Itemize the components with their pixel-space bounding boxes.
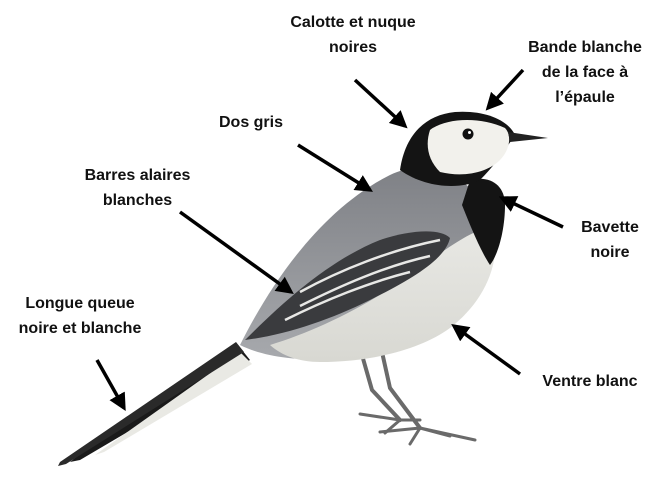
label-dos-line1: Dos gris: [206, 110, 296, 135]
label-barres-line2: blanches: [70, 188, 205, 213]
label-queue: Longue queue noire et blanche: [5, 291, 155, 341]
label-ventre-line1: Ventre blanc: [530, 369, 650, 394]
arrow-calotte: [355, 80, 405, 126]
arrow-ventre: [454, 326, 520, 374]
label-barres-line1: Barres alaires: [70, 163, 205, 188]
arrow-bande: [488, 70, 523, 108]
label-barres: Barres alaires blanches: [70, 163, 205, 213]
label-dos: Dos gris: [206, 110, 296, 135]
label-bande-line2: de la face à: [525, 60, 645, 85]
label-bavette-line1: Bavette: [570, 215, 650, 240]
label-queue-line2: noire et blanche: [5, 316, 155, 341]
arrow-bavette: [502, 198, 563, 227]
label-ventre: Ventre blanc: [530, 369, 650, 394]
label-calotte: Calotte et nuque noires: [258, 10, 448, 60]
label-bande-line3: l’épaule: [525, 85, 645, 110]
arrow-dos: [298, 145, 370, 190]
label-queue-line1: Longue queue: [5, 291, 155, 316]
label-calotte-line1: Calotte et nuque: [258, 10, 448, 35]
label-bande: Bande blanche de la face à l’épaule: [525, 35, 645, 110]
label-bavette: Bavette noire: [570, 215, 650, 265]
head-icon: [400, 112, 548, 186]
arrow-barres: [180, 212, 291, 292]
label-bande-line1: Bande blanche: [525, 35, 645, 60]
arrow-queue: [97, 360, 124, 408]
label-bavette-line2: noire: [570, 240, 650, 265]
label-calotte-line2: noires: [258, 35, 448, 60]
tail-icon: [58, 342, 252, 466]
legs-icon: [360, 352, 475, 444]
